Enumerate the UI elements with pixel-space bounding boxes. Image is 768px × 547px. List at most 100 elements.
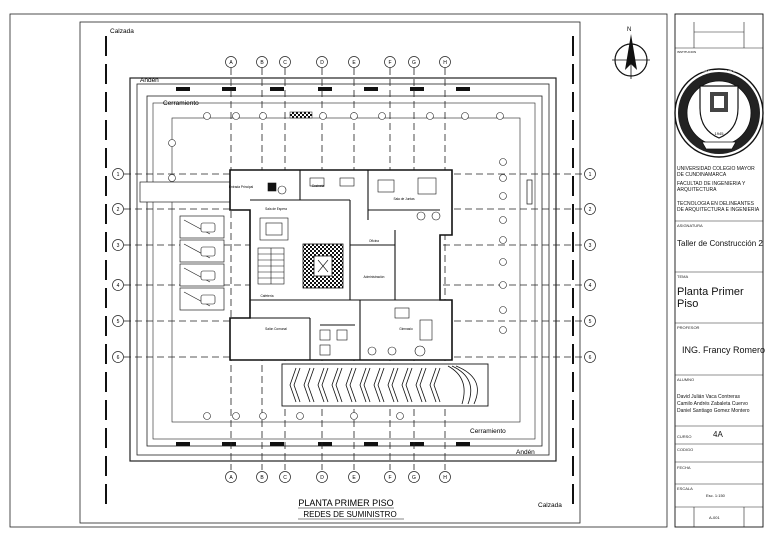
inner-fence (152, 102, 536, 440)
entrance-walkway (139, 181, 231, 203)
university-seal (674, 68, 764, 158)
room-sala-juntas: Sala de Juntas (393, 197, 414, 201)
axis-label-col-e-bottom: E (352, 475, 356, 481)
tema-label: TEMA (677, 274, 689, 279)
cerramiento-outline (146, 95, 543, 447)
title-block-dividers (675, 22, 763, 527)
garden-boundary (171, 117, 521, 423)
axis-label-col-e-top: E (352, 60, 356, 66)
room-labels: Entrada Principal Cocineta Sala de Esper… (229, 184, 415, 331)
axis-label-col-d-bottom: D (320, 475, 324, 481)
right-bench (526, 179, 533, 205)
asignatura-label: ASIGNATURA (677, 223, 703, 228)
alumno-2: Camilo Andrés Zabaleta Cuervo (677, 401, 748, 407)
ramp-chevrons (289, 365, 478, 405)
axis-label-col-c-bottom: C (283, 475, 287, 481)
axis-label-col-f-bottom: F (388, 475, 391, 481)
axis-label-col-a-top: A (229, 60, 233, 66)
calzada-bottom-label: Calzada (538, 502, 562, 509)
profesor-label: PROFESOR (677, 325, 700, 330)
column-bubbles-top (225, 56, 451, 68)
drawing-title: PLANTA PRIMER PISO (298, 498, 393, 508)
axis-label-col-f-top: F (388, 60, 391, 66)
column-labels-bottom: A B C D E F G H (229, 475, 447, 481)
axis-label-col-g-top: G (412, 60, 416, 66)
north-arrow: N (612, 27, 650, 79)
row-bubbles (112, 168, 596, 363)
profesor-value: ING. Francy Romero (682, 345, 766, 355)
anden-bottom-label: Andén (516, 449, 535, 456)
axis-label-row-6-right: 6 (589, 355, 592, 361)
drawing-subtitle: REDES DE SUMINISTRO (303, 510, 396, 519)
escala-value: Esc. 1:150 (706, 493, 725, 498)
axis-label-row-3-left: 3 (117, 243, 120, 249)
axis-label-row-6-left: 6 (117, 355, 120, 361)
asignatura-value: Taller de Construcción 2 (677, 239, 763, 248)
axis-label-col-c-top: C (283, 60, 287, 66)
seal-year: 1945 (715, 131, 725, 136)
axis-label-col-b-top: B (260, 60, 264, 66)
property-outline (129, 77, 557, 462)
alumno-label: ALUMNO (677, 377, 695, 382)
room-gimnasio: Gimnasio (399, 327, 413, 331)
faculty-name: FACULTAD DE INGENIERIA Y ARQUITECTURA (677, 181, 746, 193)
plan-frame (79, 21, 581, 524)
axis-label-row-4-left: 4 (117, 283, 120, 289)
axis-label-col-b-bottom: B (260, 475, 264, 481)
service-points (168, 112, 507, 420)
axis-label-col-d-top: D (320, 60, 324, 66)
alumno-1: David Julián Vaca Contreras (677, 394, 740, 400)
curso-value: 4A (713, 430, 723, 439)
axis-label-row-5-right: 5 (589, 319, 592, 325)
codigo-label: CODIGO (677, 447, 694, 452)
axis-label-row-1-left: 1 (117, 172, 120, 178)
column-bubbles-bottom (225, 471, 451, 483)
anden-outline (136, 83, 550, 456)
ramp-area (281, 363, 489, 407)
axis-label-col-g-bottom: G (412, 475, 416, 481)
axis-label-row-1-right: 1 (589, 172, 592, 178)
main-frame (9, 13, 668, 528)
cerramiento-bottom-label: Cerramiento (470, 428, 506, 435)
grille-top (289, 111, 313, 119)
axis-label-row-4-right: 4 (589, 283, 592, 289)
atrium-cross (317, 259, 329, 273)
north-letter: N (627, 27, 631, 33)
row-labels: 1 2 3 4 5 6 1 2 3 4 5 6 (117, 172, 592, 361)
axis-label-col-h-top: H (443, 60, 447, 66)
tema-value: Planta Primer Piso (677, 286, 744, 310)
furniture (259, 177, 441, 357)
escala-label: ESCALA (677, 486, 693, 491)
seal-ring-text: UNIVERSIDAD COLEGIO MAYOR DE CUNDINAMARC… (681, 69, 758, 73)
institucion-label: INSTITUCION (677, 50, 696, 54)
room-administracion: Administración (364, 275, 385, 279)
room-sala-espera: Sala de Espera (265, 207, 287, 211)
program-name: TECNOLOGIA EN DELINEANTES DE ARQUITECTUR… (677, 201, 760, 213)
stairs (257, 247, 285, 285)
anden-top-label: Andén (140, 77, 159, 84)
parking-car-icons (200, 222, 216, 305)
curso-label: CURSO (677, 434, 692, 439)
axis-label-col-a-bottom: A (229, 475, 233, 481)
fecha-label: FECHA (677, 465, 691, 470)
room-cafeteria: Cafetería (260, 294, 273, 298)
room-oficina: Oficina (369, 239, 379, 243)
axis-label-col-h-bottom: H (443, 475, 447, 481)
axis-label-row-3-right: 3 (589, 243, 592, 249)
room-salon-comunal: Salón Comunal (265, 327, 287, 331)
institution-name: UNIVERSIDAD COLEGIO MAYOR DE CUNDINAMARC… (677, 166, 755, 178)
axis-label-row-2-right: 2 (589, 207, 592, 213)
interior-walls (250, 170, 440, 360)
column-labels-top: A B C D E F G H (229, 60, 447, 66)
calzada-top-label: Calzada (110, 28, 134, 35)
sheet-number: A-001 (709, 515, 720, 520)
room-cocineta: Cocineta (312, 184, 325, 188)
axis-label-row-2-left: 2 (117, 207, 120, 213)
perimeter-blocks (176, 87, 470, 446)
room-entrada-principal: Entrada Principal (229, 185, 254, 189)
axis-label-row-5-left: 5 (117, 319, 120, 325)
alumnos-list: David Julián Vaca Contreras Camilo André… (677, 394, 765, 415)
alumno-3: Daniel Santiago Gomez Montero (677, 408, 750, 414)
